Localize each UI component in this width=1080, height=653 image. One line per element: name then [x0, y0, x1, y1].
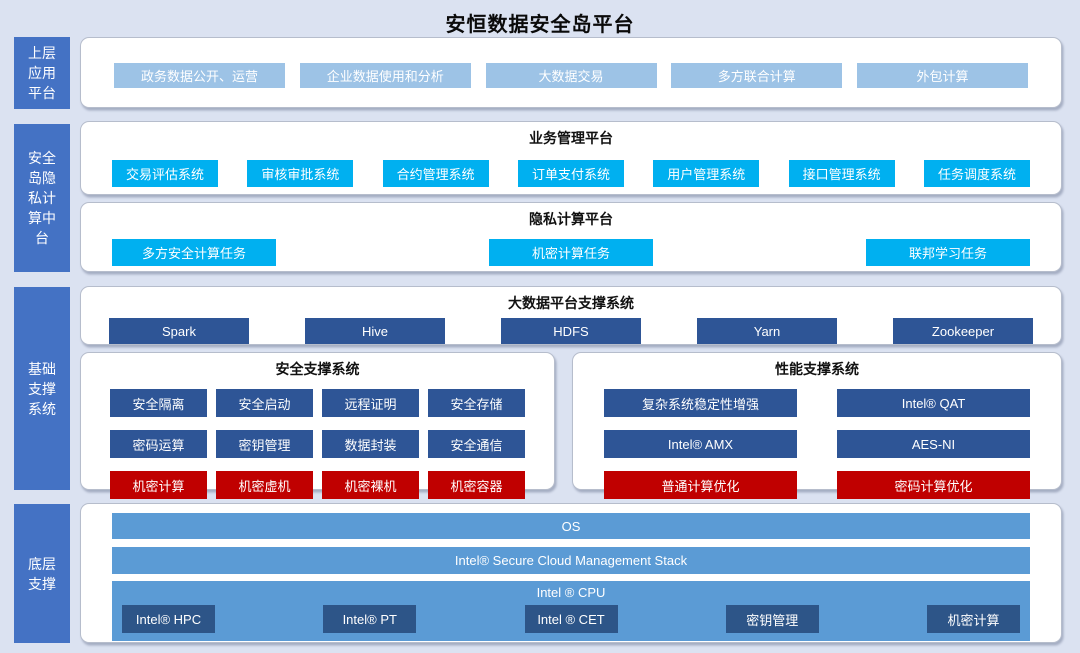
panel-business-management: 业务管理平台 交易评估系统 审核审批系统 合约管理系统 订单支付系统 用户管理系…: [80, 121, 1062, 195]
task-box: 多方安全计算任务: [112, 239, 276, 266]
component-box: Spark: [109, 318, 249, 344]
cpu-features-row: Intel® HPC Intel® PT Intel ® CET 密钥管理 机密…: [112, 605, 1030, 633]
panel-upper-applications: 政务数据公开、运营 企业数据使用和分析 大数据交易 多方联合计算 外包计算: [80, 37, 1062, 108]
cpu-feature-box: Intel® PT: [323, 605, 417, 633]
business-systems-row: 交易评估系统 审核审批系统 合约管理系统 订单支付系统 用户管理系统 接口管理系…: [81, 160, 1061, 187]
app-box: 多方联合计算: [671, 63, 843, 88]
security-box: 密码运算: [110, 430, 207, 458]
security-box: 安全通信: [428, 430, 525, 458]
optimization-box: 密码计算优化: [837, 471, 1030, 499]
component-box: HDFS: [501, 318, 641, 344]
panel-privacy-computing: 隐私计算平台 多方安全计算任务 机密计算任务 联邦学习任务: [80, 202, 1062, 272]
performance-box: Intel® AMX: [604, 430, 797, 458]
panel-title: 大数据平台支撑系统: [508, 295, 634, 311]
cpu-feature-box: 密钥管理: [725, 605, 819, 633]
cpu-feature-box: 机密计算: [927, 605, 1020, 633]
performance-box: 复杂系统稳定性增强: [604, 389, 797, 417]
confidential-box: 机密容器: [428, 471, 525, 499]
panel-bigdata-support: 大数据平台支撑系统 Spark Hive HDFS Yarn Zookeeper: [80, 286, 1062, 345]
os-bar: OS: [112, 513, 1030, 539]
panel-security-support: 安全支撑系统 安全隔离 安全启动 远程证明 安全存储 密码运算 密钥管理 数据封…: [80, 352, 555, 499]
confidential-box: 机密计算: [110, 471, 207, 499]
cpu-bar: Intel ® CPU Intel® HPC Intel® PT Intel ®…: [112, 581, 1030, 641]
confidential-box: 机密虚机: [216, 471, 313, 499]
cpu-feature-box: Intel ® CET: [524, 605, 618, 633]
security-box: 安全隔离: [110, 389, 207, 417]
system-box: 用户管理系统: [653, 160, 760, 187]
task-box: 机密计算任务: [489, 239, 653, 266]
panel-base-layer: OS Intel® Secure Cloud Management Stack …: [80, 503, 1062, 643]
side-label-security-island-middle: 安全岛隐私计算中台: [14, 124, 70, 272]
system-box: 任务调度系统: [923, 160, 1030, 187]
optimization-box: 普通计算优化: [604, 471, 797, 499]
privacy-tasks-row: 多方安全计算任务 机密计算任务 联邦学习任务: [81, 239, 1061, 266]
component-box: Hive: [305, 318, 445, 344]
app-box: 大数据交易: [485, 63, 657, 88]
system-box: 合约管理系统: [382, 160, 489, 187]
performance-box: Intel® QAT: [837, 389, 1030, 417]
panel-title: 隐私计算平台: [529, 211, 613, 227]
component-box: Yarn: [697, 318, 837, 344]
panel-title: 业务管理平台: [529, 130, 613, 146]
system-box: 交易评估系统: [112, 160, 218, 187]
component-box: Zookeeper: [893, 318, 1033, 344]
system-box: 订单支付系统: [517, 160, 624, 187]
panel-title: 性能支撑系统: [775, 361, 859, 377]
system-box: 审核审批系统: [247, 160, 354, 187]
security-box: 密钥管理: [216, 430, 313, 458]
bigdata-components-row: Spark Hive HDFS Yarn Zookeeper: [81, 318, 1061, 344]
security-grid: 安全隔离 安全启动 远程证明 安全存储 密码运算 密钥管理 数据封装 安全通信 …: [81, 379, 554, 499]
page-title: 安恒数据安全岛平台: [445, 14, 635, 36]
side-label-bottom-support: 底层支撑: [14, 504, 70, 643]
confidential-box: 机密裸机: [322, 471, 419, 499]
panel-performance-support: 性能支撑系统 复杂系统稳定性增强 Intel® QAT Intel® AMX A…: [572, 352, 1062, 499]
panel-title: 安全支撑系统: [275, 361, 360, 377]
app-box: 外包计算: [857, 63, 1028, 88]
app-box: 政务数据公开、运营: [114, 63, 285, 88]
side-label-upper-application: 上层应用平台: [14, 37, 70, 109]
performance-box: AES-NI: [837, 430, 1030, 458]
performance-grid: 复杂系统稳定性增强 Intel® QAT Intel® AMX AES-NI 普…: [573, 379, 1061, 499]
security-box: 安全存储: [428, 389, 525, 417]
app-box: 企业数据使用和分析: [299, 63, 471, 88]
security-box: 数据封装: [322, 430, 419, 458]
side-label-base-support: 基础支撑系统: [14, 287, 70, 490]
cpu-bar-title: Intel ® CPU: [536, 585, 606, 600]
task-box: 联邦学习任务: [866, 239, 1030, 266]
cpu-feature-box: Intel® HPC: [122, 605, 215, 633]
security-box: 远程证明: [322, 389, 419, 417]
security-box: 安全启动: [216, 389, 313, 417]
upper-apps-row: 政务数据公开、运营 企业数据使用和分析 大数据交易 多方联合计算 外包计算: [81, 63, 1061, 88]
system-box: 接口管理系统: [788, 160, 895, 187]
secure-cloud-stack-bar: Intel® Secure Cloud Management Stack: [112, 547, 1030, 574]
